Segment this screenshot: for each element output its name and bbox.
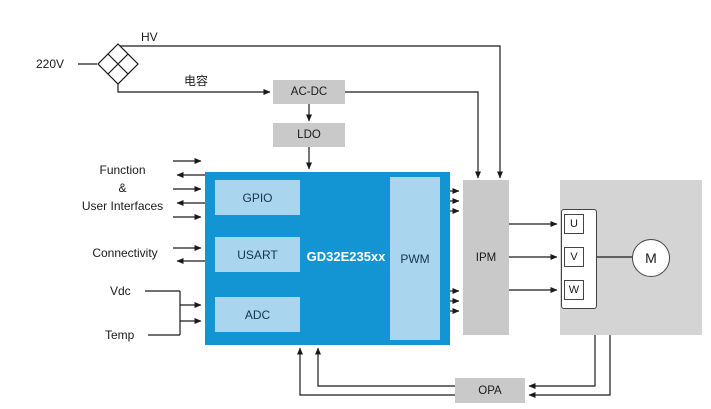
temp-label: Temp: [105, 328, 135, 342]
ldo-box: LDO: [273, 123, 345, 147]
wire-opa-adc-2: [297, 347, 455, 396]
adc-block: ADC: [215, 297, 300, 332]
wire-acdc-ipm: [345, 91, 481, 179]
wire-fb-1: [528, 335, 596, 389]
mcu-name: GD32E235xx: [306, 249, 386, 264]
gpio-block: GPIO: [215, 180, 300, 215]
acdc-box: AC-DC: [273, 80, 345, 104]
bridge-rectifier-icon: [97, 43, 139, 85]
ipm-box: IPM: [463, 180, 509, 335]
ac-input-label: 220V: [36, 57, 65, 71]
wire-capacitor: [117, 84, 271, 95]
vdc-label: Vdc: [110, 284, 131, 298]
phase-w-box: W: [564, 280, 584, 300]
motor-circle: M: [632, 239, 670, 277]
phase-u-box: U: [564, 214, 584, 234]
wire-fb-2: [528, 335, 611, 398]
function-label-line1: Function: [99, 163, 146, 177]
opa-box: OPA: [455, 378, 525, 403]
phase-v-box: V: [564, 247, 584, 267]
mcu-block: GPIO USART ADC PWM GD32E235xx: [205, 172, 450, 345]
function-label-line2: &: [118, 181, 127, 195]
wire-opa-adc-1: [315, 347, 455, 387]
hv-label: HV: [141, 30, 158, 44]
function-label-line3: User Interfaces: [81, 199, 164, 213]
capacitor-label: 电容: [184, 74, 209, 88]
pwm-block: PWM: [390, 177, 440, 340]
connectivity-label: Connectivity: [92, 246, 158, 260]
usart-block: USART: [215, 237, 300, 272]
